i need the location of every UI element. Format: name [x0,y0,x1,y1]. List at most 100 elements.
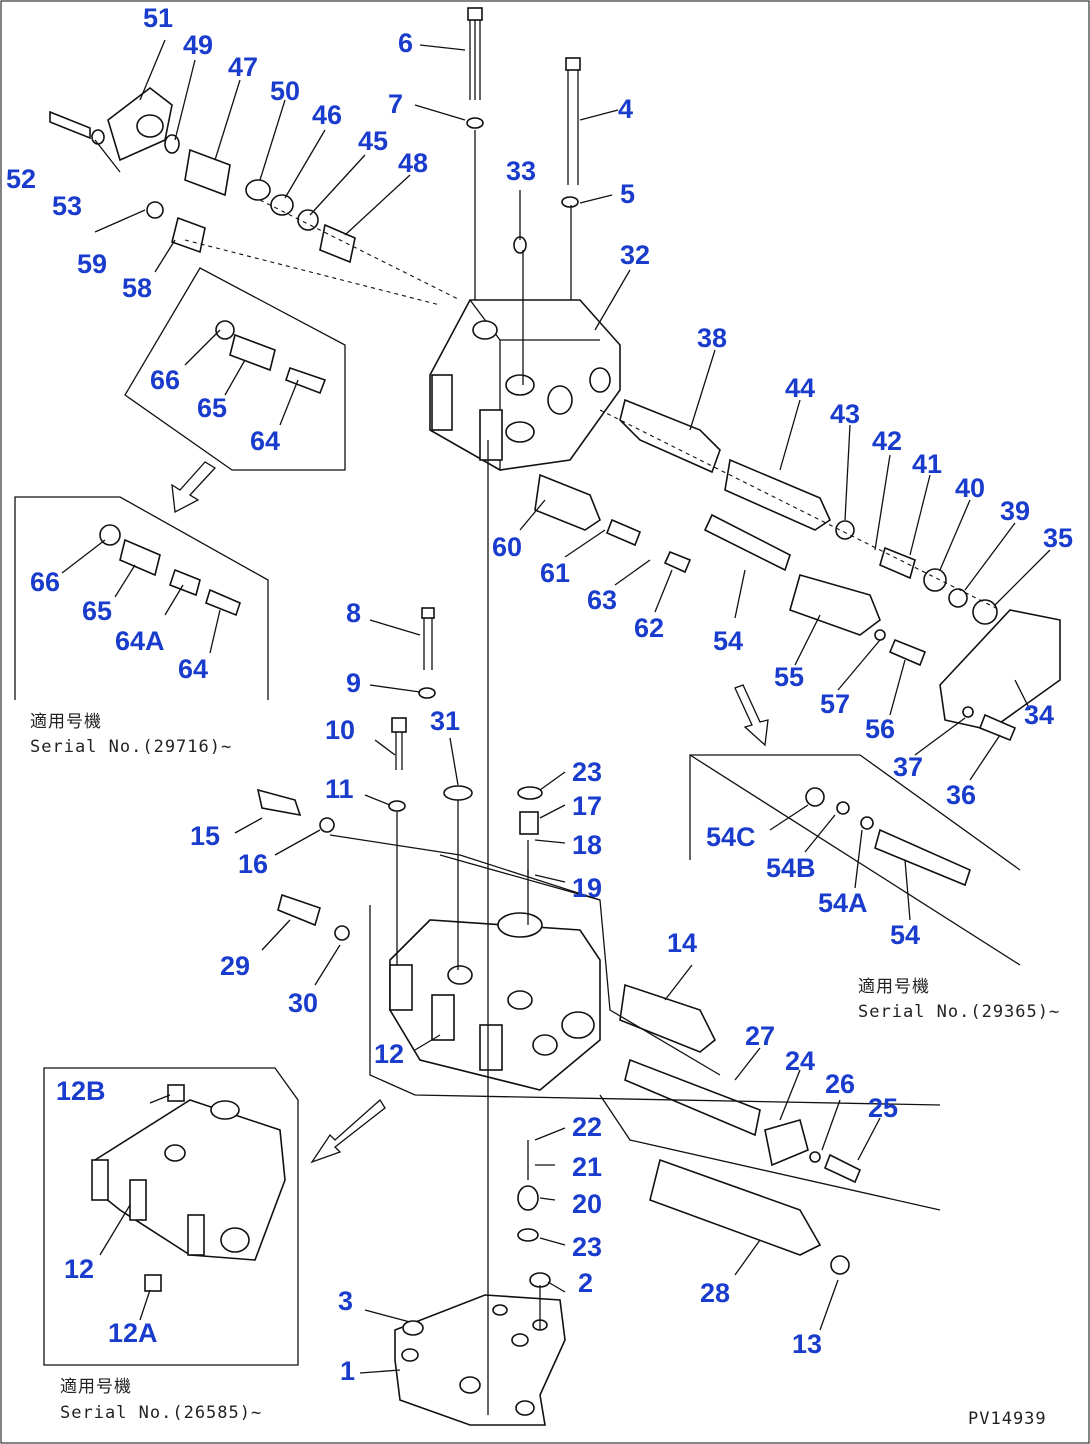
callout-15: 15 [190,821,220,851]
callout-9: 9 [346,668,361,698]
callout-62: 62 [634,613,664,643]
callout-28: 28 [700,1278,730,1308]
callout-14: 14 [667,928,697,958]
inset-frame-left [14,496,269,700]
callout-54c: 54C [706,822,756,852]
inset-frame-right-lower [689,754,1021,966]
callout-63: 63 [587,585,617,615]
bolts [391,7,581,770]
axis-lines [329,130,941,1415]
callout-66-inset: 66 [30,567,60,597]
callout-23-lower: 23 [572,1232,602,1262]
callout-54b: 54B [766,853,816,883]
callout-21: 21 [572,1152,602,1182]
inset-frame-upper [124,267,346,471]
callout-2: 2 [578,1268,593,1298]
callout-20: 20 [572,1189,602,1219]
right-spools [534,398,1061,742]
callout-57: 57 [820,689,850,719]
washers [91,117,579,812]
left-inset-parts [99,320,327,617]
callout-22: 22 [572,1112,602,1142]
callout-44: 44 [785,373,815,403]
callout-6: 6 [398,28,413,58]
callout-56: 56 [865,714,895,744]
callout-65-upper: 65 [197,393,227,423]
callout-64-upper: 64 [250,426,280,456]
callout-11: 11 [325,774,354,804]
callout-18: 18 [572,830,602,860]
callout-10: 10 [325,715,355,745]
callout-51: 51 [143,3,173,33]
base-plate [394,1294,566,1426]
callout-33: 33 [506,156,536,186]
callout-35: 35 [1043,523,1073,553]
callout-3: 3 [338,1286,353,1316]
callout-54-upper: 54 [713,626,743,656]
callout-45: 45 [358,126,388,156]
callout-12b: 12B [56,1076,106,1106]
callout-12a: 12A [108,1318,158,1348]
callout-38: 38 [697,323,727,353]
callout-29: 29 [220,951,250,981]
serial-notes: 適用号機 Serial No.(29716)~ 適用号機 Serial No.(… [30,712,1060,1429]
callout-64a: 64A [115,626,165,656]
leader-lines [61,39,1051,1374]
callout-46: 46 [312,100,342,130]
callout-55: 55 [774,662,804,692]
callout-30: 30 [288,988,318,1018]
callout-64-inset: 64 [178,654,208,684]
callout-61: 61 [540,558,570,588]
arrow-to-bottom-inset [310,1099,386,1164]
lower-parts [256,788,862,1336]
callout-39: 39 [1000,496,1030,526]
callout-26: 26 [825,1069,855,1099]
callout-34: 34 [1024,700,1054,730]
callout-40: 40 [955,473,985,503]
callout-27: 27 [745,1021,775,1051]
callout-52: 52 [6,164,36,194]
callout-66-upper: 66 [150,365,180,395]
callout-12-inset: 12 [64,1254,94,1284]
callout-7: 7 [388,89,403,119]
arrow-to-left-inset [171,461,217,514]
arrow-to-right-inset [734,684,769,747]
right-inset-parts [805,787,971,887]
callout-4: 4 [618,94,633,124]
callout-31: 31 [430,706,460,736]
serial-note-2-title: 適用号機 [858,977,930,997]
callout-1: 1 [340,1356,355,1386]
serial-note-1-serial: Serial No.(29716)~ [30,737,232,757]
inset-frame-right [689,754,1021,871]
callout-25: 25 [868,1093,898,1123]
callout-54a: 54A [818,888,868,918]
drawing-code: PV14939 [968,1409,1047,1429]
serial-note-3-title: 適用号機 [60,1377,132,1397]
upper-valve-body [429,299,621,471]
callout-60: 60 [492,532,522,562]
callout-32: 32 [620,240,650,270]
serial-note-2-serial: Serial No.(29365)~ [858,1002,1060,1022]
inset-valve-body [91,1084,286,1292]
callout-43: 43 [830,399,860,429]
callout-49: 49 [183,30,213,60]
serial-note-1-title: 適用号機 [30,712,102,732]
callout-23-upper: 23 [572,757,602,787]
callout-65-inset: 65 [82,596,112,626]
callout-8: 8 [346,598,361,628]
callout-41: 41 [912,449,942,479]
callout-12: 12 [374,1039,404,1069]
serial-note-3-serial: Serial No.(26585)~ [60,1403,262,1423]
callout-13: 13 [792,1329,822,1359]
callout-24: 24 [785,1046,815,1076]
callout-36: 36 [946,780,976,810]
upper-left-group [49,86,461,306]
callout-5: 5 [620,179,635,209]
callout-47: 47 [228,52,258,82]
callout-54-inset: 54 [890,920,920,950]
lower-valve-body [389,912,601,1091]
callout-17: 17 [572,791,602,821]
